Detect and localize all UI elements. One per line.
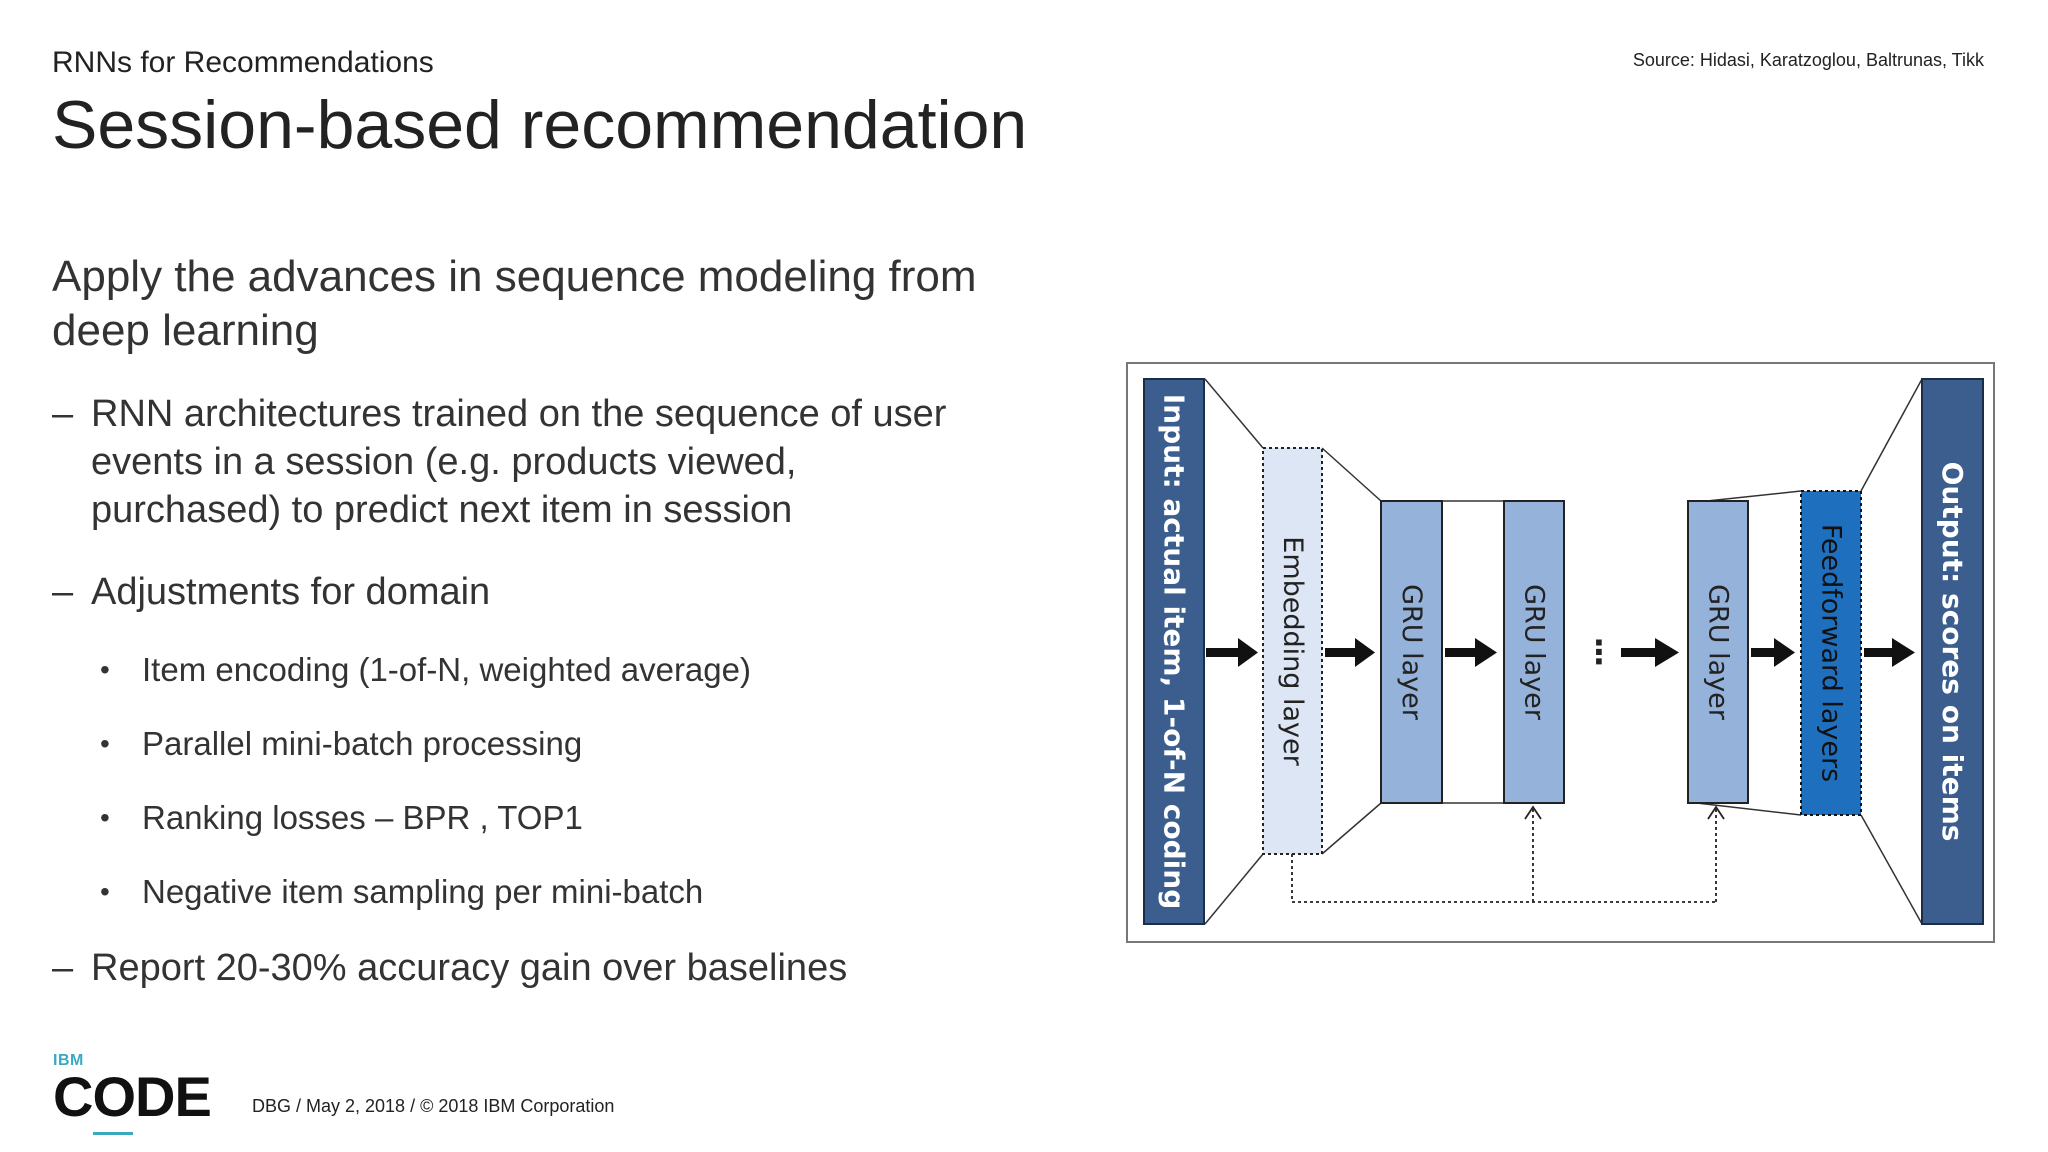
bullet-marker: •: [100, 802, 110, 833]
source-citation: Source: Hidasi, Karatzoglou, Baltrunas, …: [1632, 50, 1984, 70]
input-layer-label: Input: actual item, 1-of-N coding: [1158, 394, 1191, 910]
point-adjustments: – Adjustments for domain: [52, 568, 952, 616]
sub-point-ranking-losses: • Ranking losses – BPR , TOP1: [100, 798, 583, 838]
sub-point-text: Parallel mini-batch processing: [142, 725, 583, 762]
dash-marker: –: [52, 393, 74, 435]
ellipsis-symbol: ⋮: [1583, 633, 1615, 671]
point-text: Report 20-30% accuracy gain over baselin…: [91, 947, 848, 989]
arrow-input-to-embedding: [1206, 638, 1258, 667]
output-layer-label: Output: scores on items: [1936, 462, 1969, 842]
embedding-layer-box: [1262, 447, 1323, 855]
bullet-marker: •: [100, 876, 110, 907]
bullet-marker: •: [100, 728, 110, 759]
forward-arrows: [1206, 638, 1915, 667]
dash-marker: –: [52, 947, 74, 989]
arrow-embedding-to-gru1: [1325, 638, 1375, 667]
feedforward-layers-box: [1800, 490, 1862, 816]
footer-text: DBG / May 2, 2018 / © 2018 IBM Corporati…: [252, 1096, 615, 1116]
gru-layer-n-label: GRU layer: [1703, 584, 1734, 721]
point-text: RNN architectures trained on the sequenc…: [91, 393, 947, 531]
connector-lines: [1204, 378, 1923, 925]
arrow-gru1-to-gru2: [1445, 638, 1497, 667]
arrow-grun-to-feedforward: [1751, 638, 1795, 667]
point-text: Adjustments for domain: [91, 571, 491, 613]
slide-title: Session-based recommendation: [52, 87, 1028, 163]
gru-layer-1-box: [1380, 500, 1443, 804]
point-rnn-architectures: – RNN architectures trained on the seque…: [52, 390, 952, 534]
logo-underline: [93, 1132, 133, 1135]
feedforward-layers-label: Feedforward layers: [1816, 524, 1847, 782]
sub-point-text: Negative item sampling per mini-batch: [142, 873, 704, 910]
bullet-marker: •: [100, 654, 110, 685]
arrow-feedforward-to-output: [1864, 638, 1915, 667]
sub-point-negative-sampling: • Negative item sampling per mini-batch: [100, 872, 703, 912]
gru-layer-1-label: GRU layer: [1396, 584, 1427, 721]
sub-point-text: Item encoding (1-of-N, weighted average): [142, 651, 751, 688]
sub-point-parallel-batch: • Parallel mini-batch processing: [100, 724, 582, 764]
gru-layer-2-label: GRU layer: [1519, 584, 1550, 721]
gru4rec-architecture-diagram: Input: actual item, 1-of-N coding Embedd…: [1126, 362, 1995, 943]
section-subtitle: RNNs for Recommendations: [52, 46, 434, 79]
gru-layer-n-box: [1687, 500, 1749, 804]
logo-ibm-text: IBM: [53, 1052, 84, 1069]
logo-code-text: CODE: [53, 1065, 212, 1128]
sub-point-item-encoding: • Item encoding (1-of-N, weighted averag…: [100, 650, 751, 690]
output-layer-bar: [1921, 378, 1984, 925]
intro-text: Apply the advances in sequence modeling …: [52, 252, 977, 355]
skip-connections: [1291, 809, 1717, 903]
arrow-ellipsis-to-grun: [1621, 638, 1679, 667]
point-accuracy-gain: – Report 20-30% accuracy gain over basel…: [52, 944, 952, 992]
ibm-code-logo: IBM CODE: [53, 1052, 212, 1135]
skip-arrowheads: [1524, 805, 1725, 820]
embedding-layer-label: Embedding layer: [1277, 536, 1308, 766]
gru-layer-2-box: [1503, 500, 1565, 804]
sub-point-text: Ranking losses – BPR , TOP1: [142, 799, 583, 836]
input-layer-bar: [1143, 378, 1205, 925]
dash-marker: –: [52, 571, 74, 613]
